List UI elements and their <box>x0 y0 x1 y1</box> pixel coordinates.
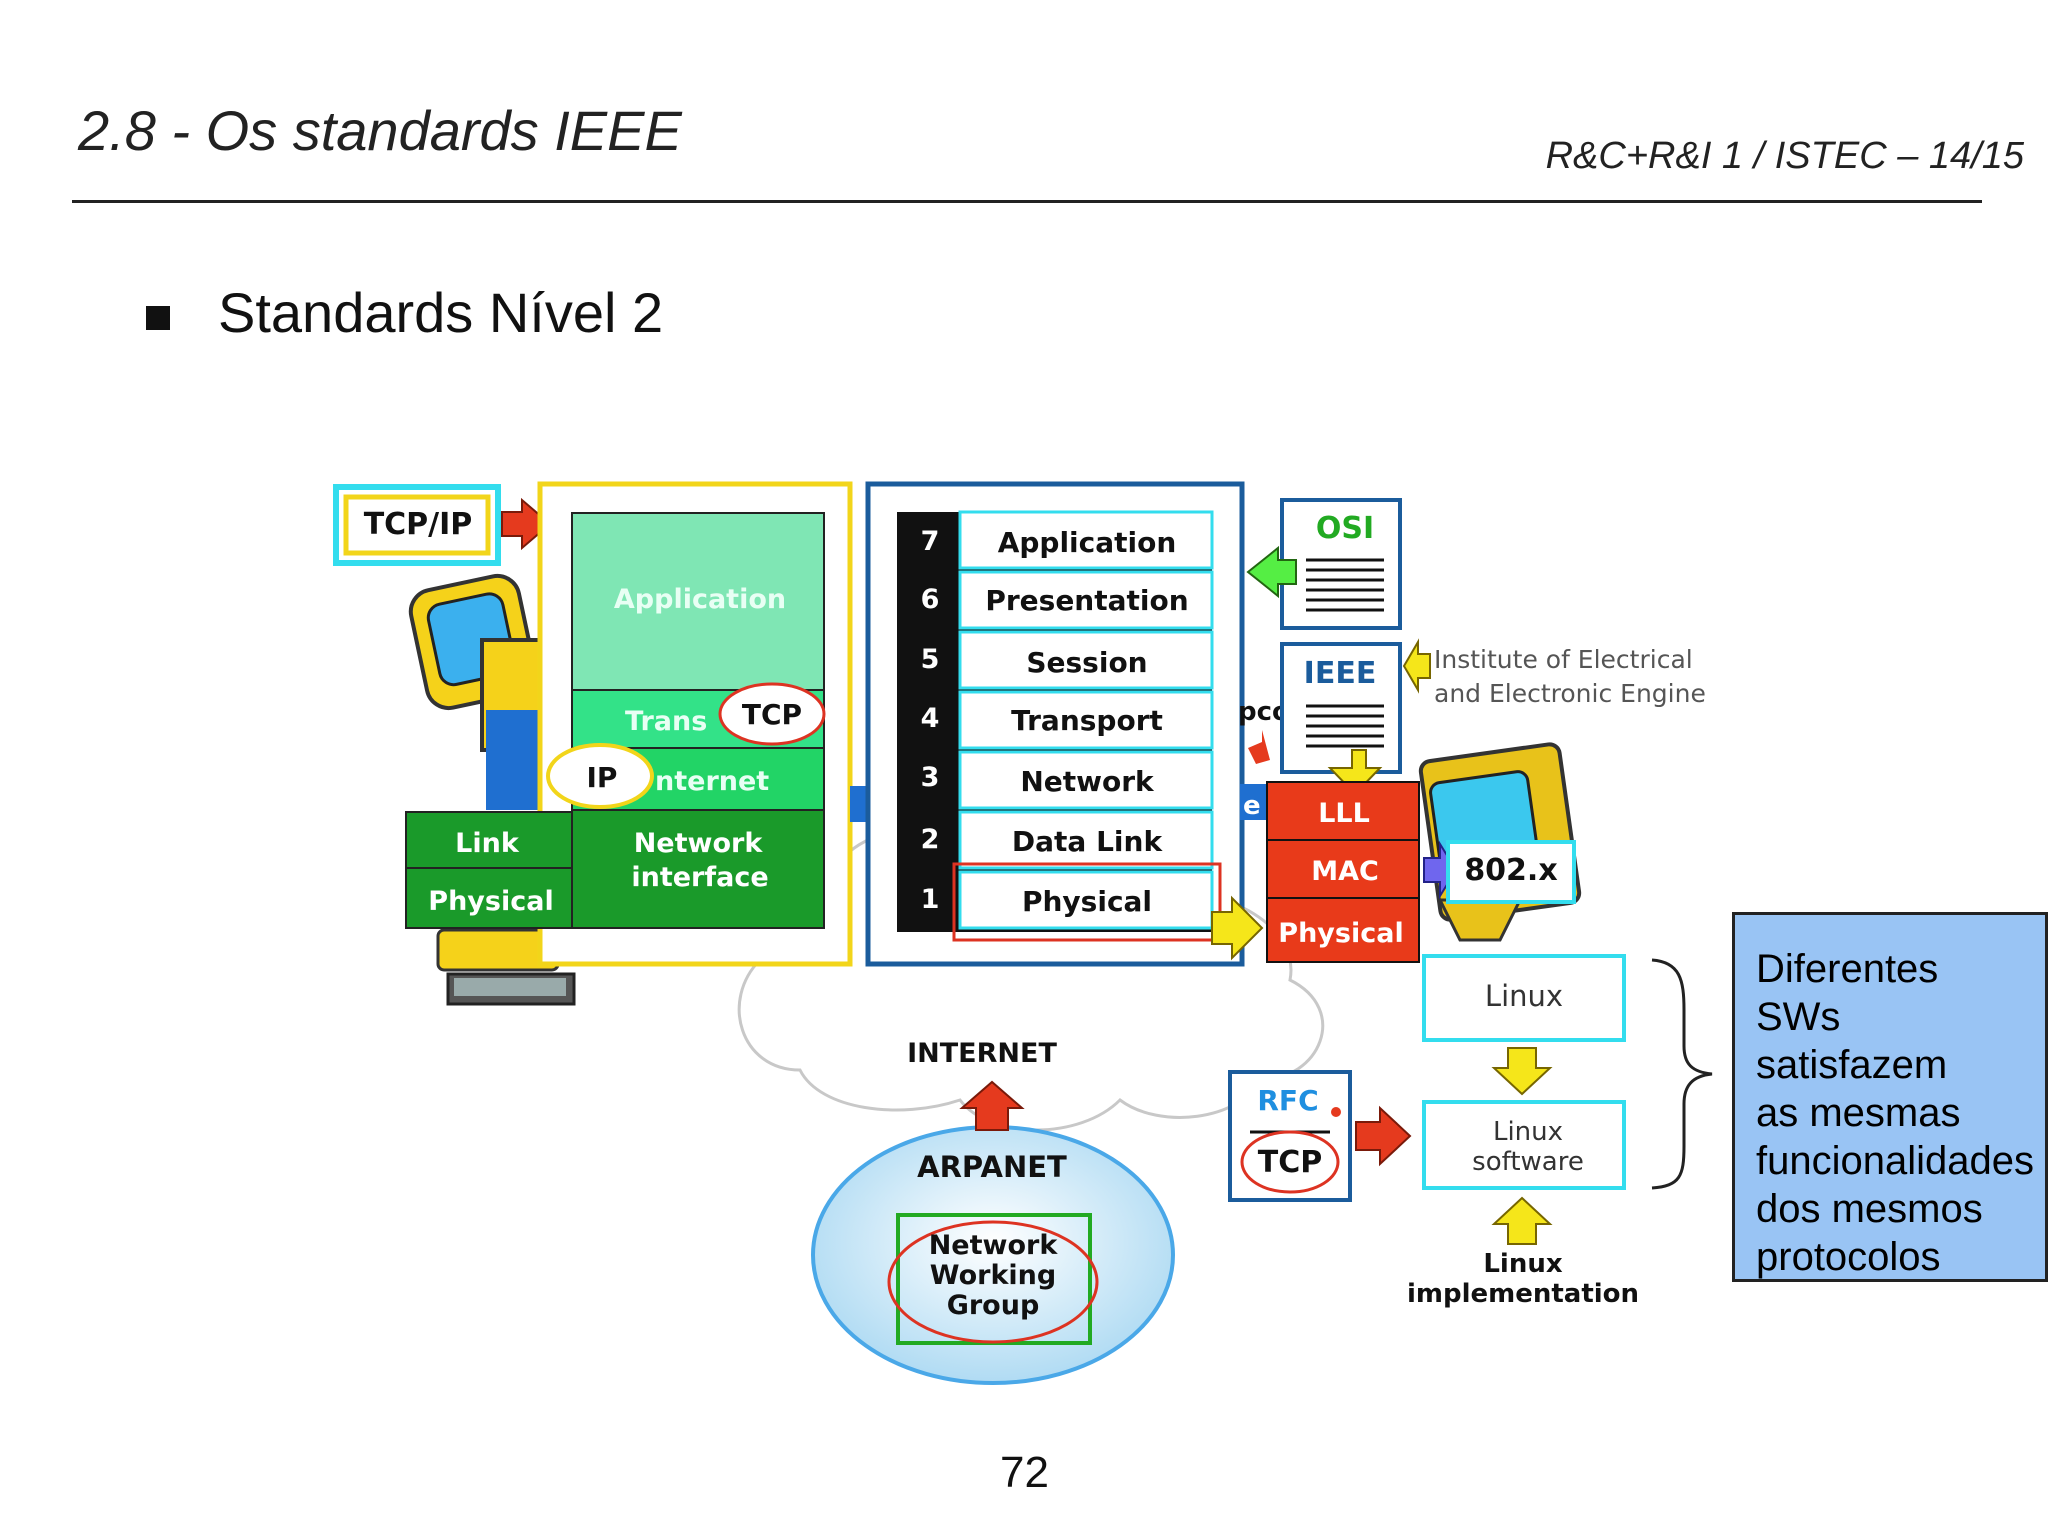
osi-layer-number: 1 <box>921 884 940 915</box>
note-line: as mesmas <box>1756 1091 1961 1135</box>
slide-title: 2.8 - Os standards IEEE <box>78 99 682 162</box>
note-line: funcionalidades <box>1756 1139 2034 1183</box>
osi-doc-lines <box>1306 558 1384 612</box>
osi-layer-4: 4 Transport <box>921 690 1214 750</box>
osi-layer-number: 5 <box>921 644 940 675</box>
arrow-yellow-linux-up <box>1491 1196 1553 1245</box>
osi-layer-number: 2 <box>921 824 940 855</box>
label-802: 802.x <box>1464 853 1557 888</box>
ieee-mac-label: MAC <box>1311 856 1379 887</box>
arrow-red-small <box>1248 730 1270 764</box>
osi-physical-highlight <box>952 862 1222 942</box>
tcpip-application <box>571 512 825 691</box>
title-divider <box>72 200 1982 203</box>
linux-impl-line-2: implementation <box>1407 1279 1639 1309</box>
osi-layer-7: 7 Application <box>921 510 1214 570</box>
ieee-lll-label: LLL <box>1318 798 1370 829</box>
arrow-up-arpanet <box>959 1080 1025 1131</box>
arrow-yellow-ieee <box>1402 638 1431 694</box>
arrow-right-tcpip <box>501 497 552 551</box>
osi-layer-name: Transport <box>1011 704 1163 737</box>
label-802-box <box>1446 840 1576 904</box>
tcp-bubble <box>718 682 826 746</box>
osi-layer-name: Data Link <box>1012 825 1164 858</box>
osi-layer-5: 5 Session <box>921 630 1214 690</box>
arrow-red-rfc <box>1355 1105 1412 1167</box>
curly-brace <box>1651 958 1713 1190</box>
linux-box <box>1422 954 1626 1042</box>
note-line: dos mesmos <box>1756 1187 1983 1231</box>
osi-layer-number: 6 <box>921 584 940 615</box>
tcpip-internet-label: nternet <box>655 766 769 797</box>
arrow-green-osi <box>1246 545 1297 599</box>
nwg-highlight <box>887 1220 1099 1344</box>
osi-layer-number: 7 <box>921 526 940 557</box>
nwg-line-2: Working <box>930 1260 1056 1291</box>
tcpip-netif-line-2: interface <box>631 862 768 893</box>
linux-impl-line-1: Linux <box>1483 1249 1562 1279</box>
note-line: protocolos <box>1756 1235 1941 1279</box>
osi-layer-1: 1 Physical <box>921 870 1214 930</box>
osi-layer-name: Network <box>1020 765 1155 798</box>
ieee-caption-line-2: and Electronic Engine <box>1434 679 1706 708</box>
osi-layer-3: 3 Network <box>921 750 1214 810</box>
osi-layer-6: 6 Presentation <box>921 570 1214 630</box>
osi-layer-name: Application <box>998 526 1177 559</box>
partial-label-e: e <box>1243 791 1261 821</box>
osi-layer-number: 3 <box>921 762 940 793</box>
link-physical-label: Physical <box>428 886 553 917</box>
arrow-yellow-linux-down <box>1491 1047 1553 1096</box>
page-number: 72 <box>1000 1448 1049 1497</box>
tcpip-label: TCP/IP <box>364 507 473 542</box>
arrow-yellow-physical <box>1211 895 1264 961</box>
note-line: Diferentes <box>1756 947 1939 991</box>
note-line: satisfazem <box>1756 1043 1948 1087</box>
osi-layers: 7 Application 6 Presentation 5 Session 4… <box>921 510 1214 930</box>
arpanet-label: ARPANET <box>917 1150 1067 1184</box>
tcpip-transport-label: Trans <box>625 706 707 737</box>
osi-layer-2: 2 Data Link <box>921 810 1214 870</box>
osi-layer-name: Physical <box>1022 885 1152 918</box>
rfc-tcp-label: TCP <box>1258 1145 1322 1180</box>
tcp-bubble-label: TCP <box>742 698 802 731</box>
rfc-label: RFC <box>1257 1084 1318 1117</box>
link-label: Link <box>455 828 520 859</box>
ieee-caption-line-1: Institute of Electrical <box>1434 645 1693 674</box>
rfc-tcp-highlight <box>1240 1130 1340 1194</box>
osi-layer-name: Presentation <box>985 584 1188 617</box>
note-box: Diferentes SWs satisfazem as mesmas func… <box>1732 912 2048 1282</box>
link-layer <box>405 811 573 869</box>
nwg-line-3: Group <box>947 1290 1040 1321</box>
ieee-doc-lines <box>1306 704 1384 748</box>
osi-layer-number: 4 <box>921 703 940 734</box>
osi-doc-label: OSI <box>1316 511 1374 546</box>
osi-layer-name: Session <box>1026 646 1147 679</box>
ip-bubble-label: IP <box>587 761 618 794</box>
tcpip-network-interface <box>571 809 825 929</box>
ieee-physical-layer <box>1266 897 1420 963</box>
nwg-line-1: Network <box>929 1230 1059 1261</box>
ieee-document <box>1280 642 1402 774</box>
ieee-doc-label: IEEE <box>1304 656 1377 691</box>
linux-software-box <box>1422 1100 1626 1190</box>
tcpip-application-label: Application <box>614 584 786 615</box>
ieee-physical-label: Physical <box>1278 918 1403 949</box>
bullet-marker <box>146 306 170 330</box>
tcpip-netif-line-1: Network <box>634 828 764 859</box>
note-line: SWs <box>1756 995 1841 1039</box>
link-physical-layer <box>405 867 573 929</box>
internet-label: INTERNET <box>907 1038 1057 1069</box>
ip-bubble <box>546 743 654 809</box>
linux-label: Linux <box>1485 979 1563 1013</box>
course-label: R&C+R&I 1 / ISTEC – 14/15 <box>1545 135 2024 177</box>
ieee-lll-layer <box>1266 781 1420 841</box>
tcpip-label-box <box>333 484 501 566</box>
bullet-text: Standards Nível 2 <box>218 281 664 344</box>
linux-software-line-2: software <box>1472 1147 1584 1177</box>
linux-software-line-1: Linux <box>1493 1117 1563 1147</box>
